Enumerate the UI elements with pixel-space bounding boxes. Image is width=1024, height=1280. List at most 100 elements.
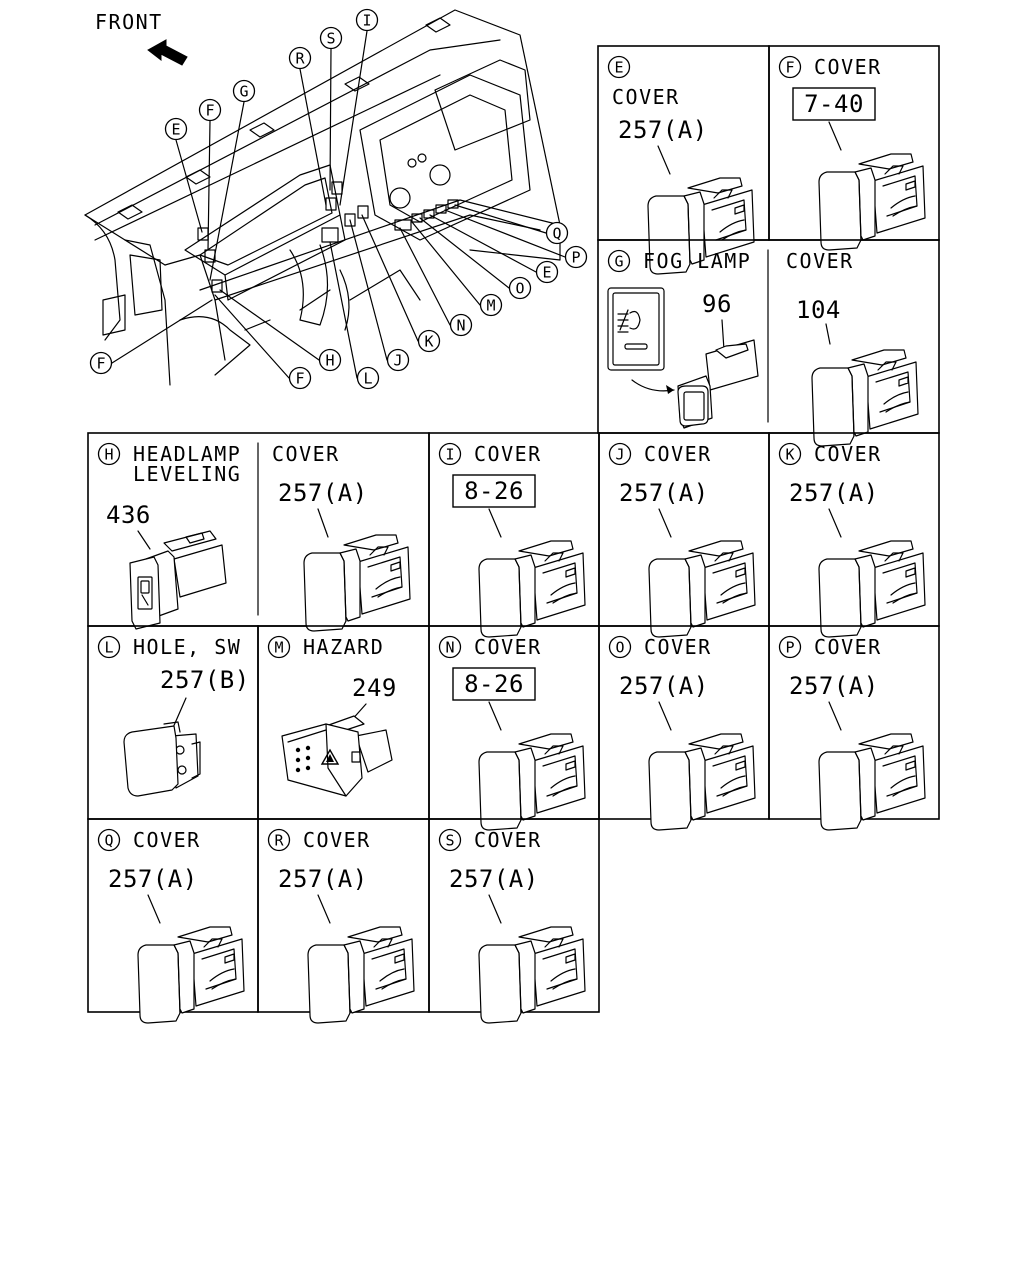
part-ref-number: 257(B) [160,666,250,694]
cell-letter-badge: P [778,635,802,659]
part-ref-number: 8-26 [464,477,524,505]
callout-j: J [386,348,410,372]
ref-box [452,667,536,701]
cell-letter-badge: L [97,635,121,659]
cell-letter-badge: J [608,442,632,466]
dashboard-body [84,9,566,386]
part-ref-number-right: 257(A) [278,479,368,507]
callout-i: I [355,8,379,32]
part-ref-number: 257(A) [618,116,708,144]
callout-letter: H [104,446,113,464]
callout-letter: O [515,280,524,298]
callout-g: G [232,79,256,103]
cell-letter-badge: O [608,635,632,659]
callout-letter: F [295,370,304,388]
part-ref-number: 7-40 [804,90,864,118]
callout-letter: S [326,30,335,48]
callout-letter: R [295,50,305,68]
cell-i: I COVER 8-26 [428,432,600,638]
cell-title-line2: LEVELING [133,462,241,486]
part-ref-number: 257(A) [619,479,709,507]
callout-q: Q [545,221,569,245]
cell-title: FOG LAMP [643,249,751,273]
callout-letter: E [542,264,551,282]
callout-letter: P [785,639,794,657]
callout-f: F [198,98,222,122]
dashboard-overview-drawing: FRONT [84,8,588,390]
callout-e: E [535,260,559,284]
switch-cover-part [648,733,756,831]
callout-letter: N [456,317,465,335]
switch-cover-part [478,926,586,1024]
cell-letter-badge: Q [97,828,121,852]
switch-cover-part [818,733,926,831]
callout-f: F [288,366,312,390]
cell-title: COVER [474,828,542,852]
fog-lamp-switch-part [607,287,759,429]
callout-l: L [356,366,380,390]
part-ref-number: 8-26 [464,670,524,698]
callout-letter: K [424,333,433,351]
cell-title: COVER [474,635,542,659]
cell-title: COVER [644,635,712,659]
callout-m: M [479,293,503,317]
cell-p: P COVER 257(A) [768,625,940,831]
cell-letter-badge: M [267,635,291,659]
part-ref-number: 257(A) [619,672,709,700]
switch-hole-cover-part [123,721,201,797]
cell-sublabel: COVER [612,85,680,109]
switch-cover-part [811,349,919,447]
callout-letter: L [104,639,113,657]
callout-o: O [508,276,532,300]
cell-title: COVER [303,828,371,852]
callout-letter: P [571,249,580,267]
cell-letter-badge: H [97,442,121,466]
cell-title: HAZARD [303,635,384,659]
callout-letter: I [445,446,454,464]
switch-cover-part [478,733,586,831]
callout-letter: J [615,446,624,464]
callout-letter: Q [552,225,561,243]
cell-letter-badge: K [778,442,802,466]
callout-letter: M [486,297,495,315]
cell-letter-badge: F [778,55,802,79]
switch-cover-part [818,540,926,638]
switch-cover-part [478,540,586,638]
cell-title: COVER [474,442,542,466]
callout-letter: Q [104,832,113,850]
callout-k: K [417,329,441,353]
part-ref-number: 249 [352,674,397,702]
cell-title: COVER [133,828,201,852]
callout-letter: G [239,83,248,101]
cell-title: COVER [814,442,882,466]
part-ref-number: 257(A) [449,865,539,893]
front-arrow-icon [147,39,188,66]
part-ref-number: 257(A) [789,672,879,700]
ref-box [792,87,876,121]
callout-letter: E [171,121,180,139]
cell-right-title: COVER [786,249,854,273]
switch-cover-part [303,534,411,632]
hazard-switch-part [281,715,393,797]
callout-letter: H [325,352,334,370]
callout-letter: F [96,355,105,373]
cell-title: COVER [814,635,882,659]
callout-letter: K [785,446,794,464]
callout-letter: N [445,639,454,657]
cell-n: N COVER 8-26 [428,625,600,831]
cell-q: Q COVER 257(A) [87,818,259,1024]
cell-letter-badge: R [267,828,291,852]
cell-letter-badge: N [438,635,462,659]
part-ref-number: 257(A) [108,865,198,893]
callout-letter: J [393,352,402,370]
switch-cover-part [648,540,756,638]
callout-letter: I [362,12,371,30]
part-ref-number: 96 [702,290,732,318]
callout-letter: R [274,832,284,850]
